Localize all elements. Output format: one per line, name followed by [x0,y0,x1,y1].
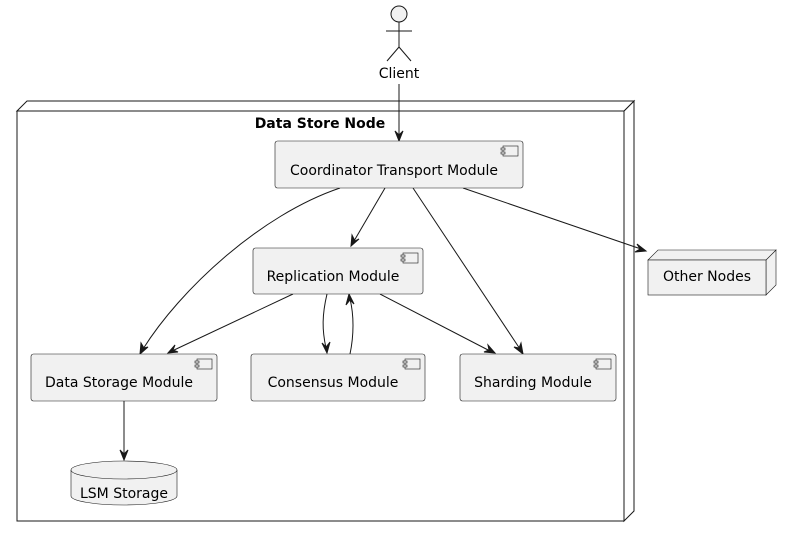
replication-module: Replication Module [252,247,424,295]
node-frame-top [15,100,636,112]
edge-coordinator-othernodes [462,187,648,253]
node-frame-side [623,99,635,523]
client-actor: Client [379,5,420,82]
data-storage-module: Data Storage Module [30,353,218,402]
edge-client-coordinator [394,84,404,143]
coordinator-label: Coordinator Transport Module [290,163,498,179]
component-icon [593,358,612,370]
cylinder-icon [70,460,178,506]
lsm-storage-database: LSM Storage [70,460,178,506]
component-icon [400,252,419,264]
node-title: Data Store Node [255,116,386,132]
edge-coordinator-sharding [412,187,524,356]
edge-datastorage-lsm [119,401,129,462]
edge-consensus-replication [345,292,355,355]
lsm-storage-label: LSM Storage [80,486,168,502]
stick-figure-icon [386,5,412,62]
sharding-module: Sharding Module [459,353,617,402]
other-nodes-front [647,259,767,296]
edge-replication-sharding [379,293,497,354]
component-icon [402,358,421,370]
component-icon [500,145,519,157]
edge-coordinator-datastorage [139,187,341,356]
consensus-label: Consensus Module [268,375,399,391]
data-storage-label: Data Storage Module [45,375,193,391]
client-label: Client [379,66,420,82]
other-nodes-label: Other Nodes [663,269,751,285]
sharding-label: Sharding Module [474,375,592,391]
coordinator-transport-module: Coordinator Transport Module [274,140,524,189]
other-nodes: Other Nodes [647,249,777,296]
replication-label: Replication Module [267,269,400,285]
edge-replication-consensus [321,293,331,355]
consensus-module: Consensus Module [250,353,426,402]
component-icon [194,358,213,370]
edge-coordinator-replication [350,187,386,248]
edge-replication-datastorage [166,293,294,354]
edges [119,84,648,462]
other-nodes-top [647,249,777,261]
